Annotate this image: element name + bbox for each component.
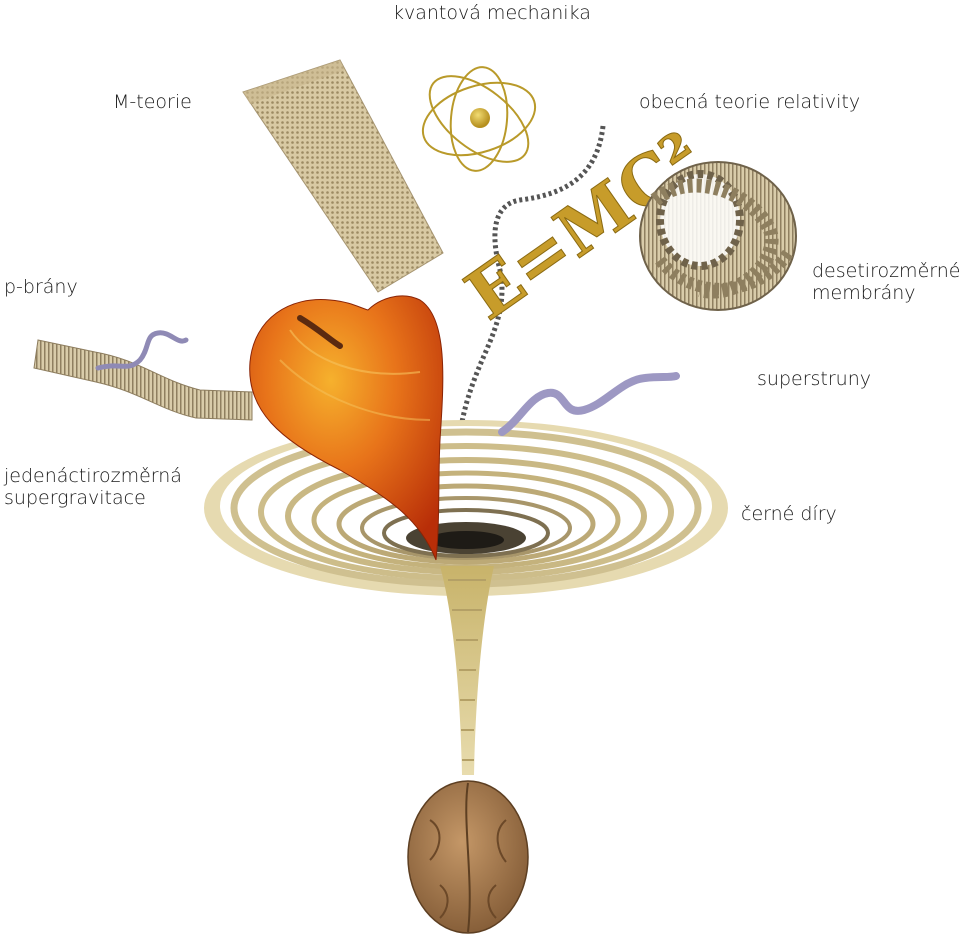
knot-membrane — [639, 161, 797, 311]
walnut — [407, 780, 529, 934]
label-ten-dimensional-membranes: desetirozměrné membrány — [812, 260, 960, 304]
label-black-holes: černé díry — [741, 503, 837, 525]
label-m-theory: M-teorie — [113, 91, 192, 113]
label-p-branes: p-brány — [4, 276, 78, 298]
label-quantum-mechanics: kvantová mechanika — [393, 2, 591, 24]
label-eleven-dimensional-supergravity: jedenáctirozměrná supergravitace — [4, 465, 182, 509]
label-superstrings: superstruny — [757, 368, 871, 390]
small-superstring — [95, 330, 189, 371]
atom-icon — [421, 66, 537, 172]
apple — [249, 295, 444, 561]
relativity-dotted-curve — [453, 125, 606, 467]
large-superstring — [498, 372, 680, 436]
black-hole-funnel — [204, 420, 728, 775]
label-general-relativity: obecná teorie relativity — [639, 91, 861, 113]
m-theory-mesh-sheet — [242, 59, 444, 293]
p-brane-ribbon — [33, 339, 253, 421]
